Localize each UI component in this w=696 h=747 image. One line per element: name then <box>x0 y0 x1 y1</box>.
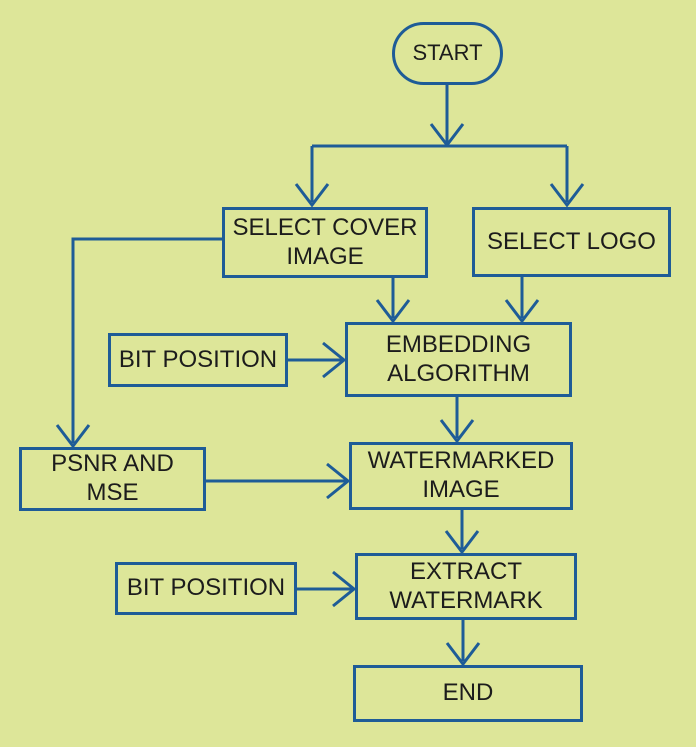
node-start: START <box>392 22 503 85</box>
node-bit-position-2: BIT POSITION <box>115 562 297 615</box>
node-psnr-mse: PSNR AND MSE <box>19 447 206 511</box>
connector-psnr-to-watermarked <box>206 462 351 500</box>
arrowhead-right-icon <box>322 341 347 379</box>
node-select-logo-label: SELECT LOGO <box>487 227 656 255</box>
connector-bit-position-1-to-embedding <box>288 341 347 379</box>
arrowhead-down-icon <box>375 299 411 324</box>
node-psnr-mse-label: PSNR AND MSE <box>51 450 174 506</box>
connector-branch-to-select-cover-image <box>294 146 330 208</box>
connector-watermarked-to-extract <box>444 510 480 555</box>
node-bit-position-1: BIT POSITION <box>108 333 288 387</box>
connector-select-cover-image-to-psnr <box>55 237 222 449</box>
node-end: END <box>353 665 583 722</box>
arrowhead-down-icon <box>504 299 540 324</box>
arrowhead-down-icon <box>549 183 585 208</box>
node-embedding-algorithm: EMBEDDING ALGORITHM <box>345 322 572 397</box>
node-select-cover-image: SELECT COVER IMAGE <box>222 207 428 278</box>
connector-branch-to-select-logo <box>549 146 585 208</box>
connector-bit-position-2-to-extract <box>297 570 357 608</box>
node-start-label: START <box>412 40 483 66</box>
arrowhead-down-icon <box>444 530 480 555</box>
arrowhead-right-icon <box>326 462 351 500</box>
node-extract-watermark: EXTRACT WATERMARK <box>355 553 577 620</box>
node-bit-position-2-label: BIT POSITION <box>126 574 286 602</box>
arrowhead-down-icon <box>445 642 481 667</box>
connector-embedding-to-watermarked <box>439 397 475 444</box>
connector-start-to-branch <box>429 85 465 148</box>
arrowhead-down-icon <box>294 183 330 208</box>
node-watermarked-image: WATERMARKED IMAGE <box>349 442 573 510</box>
node-bit-position-1-label: BIT POSITION <box>118 345 278 373</box>
connector-select-logo-to-embedding <box>504 277 540 324</box>
node-extract-watermark-label: EXTRACT WATERMARK <box>389 557 543 614</box>
connector-extract-to-end <box>445 620 481 667</box>
arrowhead-down-icon <box>55 424 91 449</box>
node-select-cover-image-label: SELECT COVER IMAGE <box>232 213 418 270</box>
node-watermarked-image-label: WATERMARKED IMAGE <box>367 447 555 503</box>
connector-select-cover-image-to-embedding <box>375 278 411 324</box>
node-embedding-algorithm-label: EMBEDDING ALGORITHM <box>385 330 532 387</box>
node-end-label: END <box>442 679 494 707</box>
arrowhead-right-icon <box>332 570 357 608</box>
arrowhead-down-icon <box>439 419 475 444</box>
node-select-logo: SELECT LOGO <box>472 207 671 277</box>
